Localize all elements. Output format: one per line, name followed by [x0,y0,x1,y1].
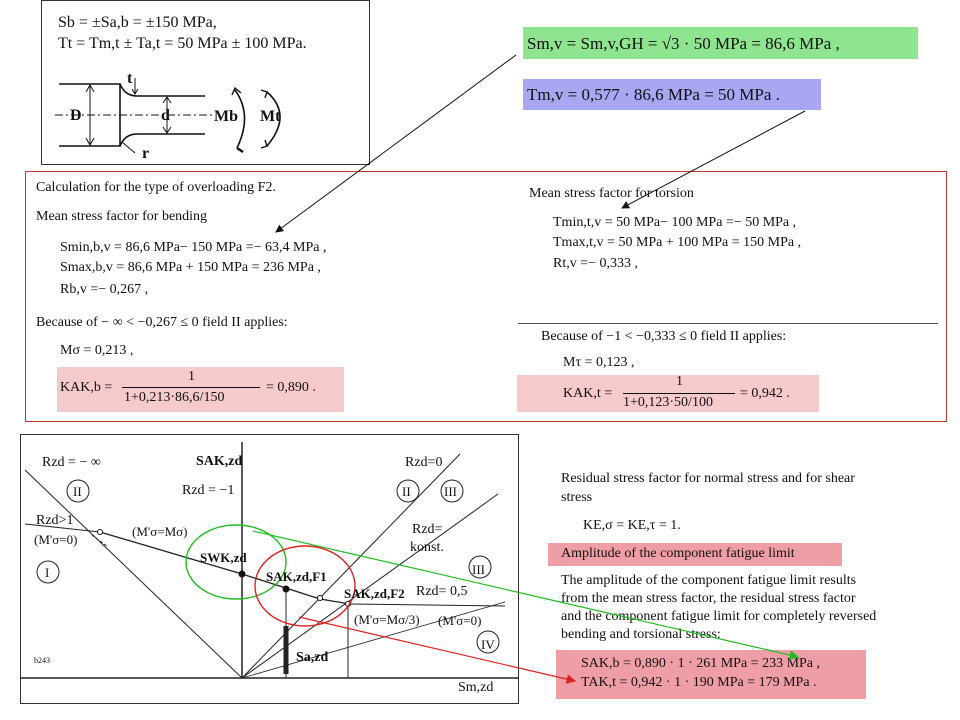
bending-subtitle: Mean stress factor for bending [36,209,208,224]
region-iv: IV [481,637,495,652]
rb-equation: Rb,v =− 0,267 , [60,282,149,297]
m-equal-label: (M'σ=Mσ) [132,524,188,539]
kak-t-result: = 0,942 . [740,386,790,401]
s-ak-f1-label: SAK,zd,F1 [266,569,327,584]
m-third-label: (M'σ=Mσ/3) [354,612,420,627]
kak-t-numerator: 1 [676,374,683,389]
kak-b-label: KAK,b = [60,380,113,395]
region-iii-mid: III [472,562,485,577]
kak-t-denominator: 1+0,123·50/100 [623,395,713,410]
kak-b-numerator: 1 [188,369,195,384]
shaft-t-label: t [127,70,133,87]
kak-b-result: = 0,890 . [266,380,316,395]
m-sigma-equation: Mσ = 0,213 , [60,343,134,358]
tm-v-equation-box [523,79,821,110]
kak-b-box [57,367,344,412]
diagram-code: b243 [34,656,50,665]
rt-equation: Rt,v =− 0,333 , [553,256,639,271]
tm-v-equation: Tm,v = 0,577 · 86,6 MPa = 50 MPa . [527,85,780,104]
m-zero-left: (M'σ=0) [34,532,78,547]
r-gt1-label: Rzd>1 [36,513,74,528]
r-half-label: Rzd= 0,5 [416,584,468,599]
torsion-field-statement: Because of −1 < −0,333 ≤ 0 field II appl… [541,329,787,344]
s-m-zd-label: Sm,zd [458,680,494,695]
region-i: I [45,565,50,580]
tmin-t-equation: Tmin,t,v = 50 MPa− 100 MPa =− 50 MPa , [553,215,797,230]
ke-equation: KE,σ = KE,τ = 1. [583,518,681,533]
shaft-Mt-label: Mt [260,108,281,125]
kak-t-fraction-bar [623,393,735,394]
r-konst-label-2: konst. [410,540,444,555]
shaft-d-label: d [161,107,170,124]
shaft-r-label: r [142,145,150,162]
amplitude-para-1: The amplitude of the component fatigue l… [561,573,857,588]
m-tau-equation: Mτ = 0,123 , [563,355,635,370]
calc-title: Calculation for the type of overloading … [36,180,276,195]
s-ak-zd-label: SAK,zd [196,454,243,469]
shaft-Mb-label: Mb [214,108,238,125]
r-zero-label: Rzd=0 [405,455,443,470]
bending-field-statement: Because of − ∞ < −0,267 ≤ 0 field II app… [36,315,288,330]
r-konst-label: Rzd= [412,522,443,537]
s-wk-zd-label: SWK,zd [200,550,247,565]
residual-stress-line1: Residual stress factor for normal stress… [561,471,855,486]
smin-b-equation: Smin,b,v = 86,6 MPa− 150 MPa =− 63,4 MPa… [60,240,327,255]
tt-equation: Tt = Tm,t ± Ta,t = 50 MPa ± 100 MPa. [58,35,307,52]
r-neg-inf-label: Rzd = − ∞ [42,455,101,470]
residual-stress-line2: stress [561,490,593,505]
result-box [556,650,866,699]
tak-t-result: TAK,t = 0,942 · 1 · 190 MPa = 179 MPa . [581,675,817,690]
sm-v-equation-box [523,27,918,59]
region-ii-right: II [402,484,411,499]
r-minus1-label: Rzd = −1 [182,483,235,498]
amplitude-para-2: from the mean stress factor, the residua… [561,591,856,606]
s-a-zd-label: Sa,zd [296,650,329,665]
smax-b-equation: Smax,b,v = 86,6 MPa + 150 MPa = 236 MPa … [60,260,321,275]
kak-t-label: KAK,t = [563,386,613,401]
amplitude-para-4: bending and torsional stress: [561,627,721,642]
sb-equation: Sb = ±Sa,b = ±150 MPa, [58,14,217,31]
amplitude-para-3: and the component fatigue limit for comp… [561,609,877,624]
torsion-subtitle: Mean stress factor for torsion [529,186,694,201]
sm-v-equation: Sm,v = Sm,v,GH = √3 · 50 MPa = 86,6 MPa … [527,34,840,53]
s-ak-f2-label: SAK,zd,F2 [344,586,405,601]
tmax-t-equation: Tmax,t,v = 50 MPa + 100 MPa = 150 MPa , [553,235,802,250]
kak-b-fraction-bar [122,387,260,388]
amplitude-heading: Amplitude of the component fatigue limit [561,546,795,561]
region-ii-left: II [73,484,82,499]
kak-b-denominator: 1+0,213·86,6/150 [124,390,225,405]
shaft-D-label: D [70,107,82,124]
torsion-separator [518,323,938,324]
region-iii-top: III [444,484,457,499]
sak-b-result: SAK,b = 0,890 · 1 · 261 MPa = 233 MPa , [581,656,821,671]
m-zero-right: (M'σ=0) [438,613,482,628]
